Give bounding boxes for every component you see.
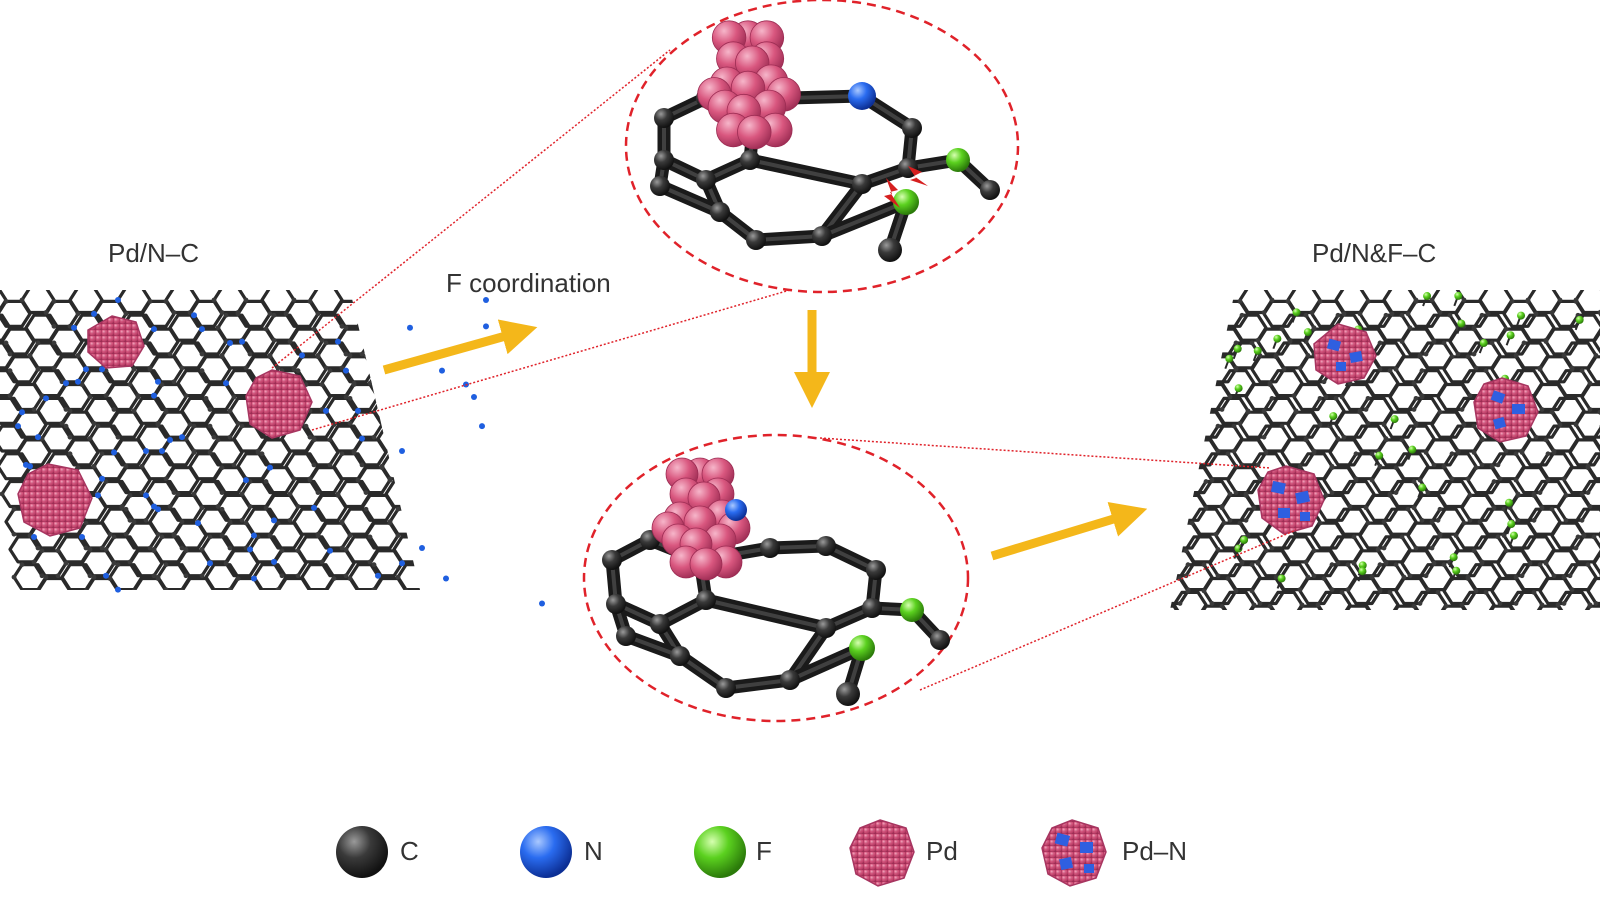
carbon-atom-icon	[336, 826, 388, 878]
left-pd-particle-3	[18, 464, 92, 536]
step-label: F coordination	[446, 268, 611, 299]
legend	[336, 820, 1106, 886]
pd-n-particle-icon	[1042, 820, 1106, 886]
right-panel-label: Pd/N&F–C	[1312, 238, 1436, 269]
legend-label-pd-n: Pd–N	[1122, 836, 1187, 867]
right-pd-n-particle-1	[1314, 324, 1376, 384]
legend-label-c: C	[400, 836, 419, 867]
left-panel-label: Pd/N–C	[108, 238, 199, 269]
arrow-to-right-sheet	[992, 514, 1130, 556]
legend-label-n: N	[584, 836, 603, 867]
legend-label-pd: Pd	[926, 836, 958, 867]
zoom-lines	[272, 50, 1296, 690]
left-pd-particle-1	[88, 316, 144, 368]
molecule-bottom	[602, 458, 950, 706]
nitrogen-atom-icon	[520, 826, 572, 878]
zoom-circle-top	[626, 0, 1018, 292]
right-pd-n-particle-2	[1474, 378, 1538, 442]
right-pd-n-particle-3	[1258, 466, 1324, 534]
arrow-to-zoom	[384, 332, 520, 370]
molecule-top	[650, 21, 1000, 262]
legend-label-f: F	[756, 836, 772, 867]
fluorine-atom-icon	[694, 826, 746, 878]
pd-n-c-graphene-sheet	[0, 285, 552, 606]
pd-particle-icon	[850, 820, 914, 886]
